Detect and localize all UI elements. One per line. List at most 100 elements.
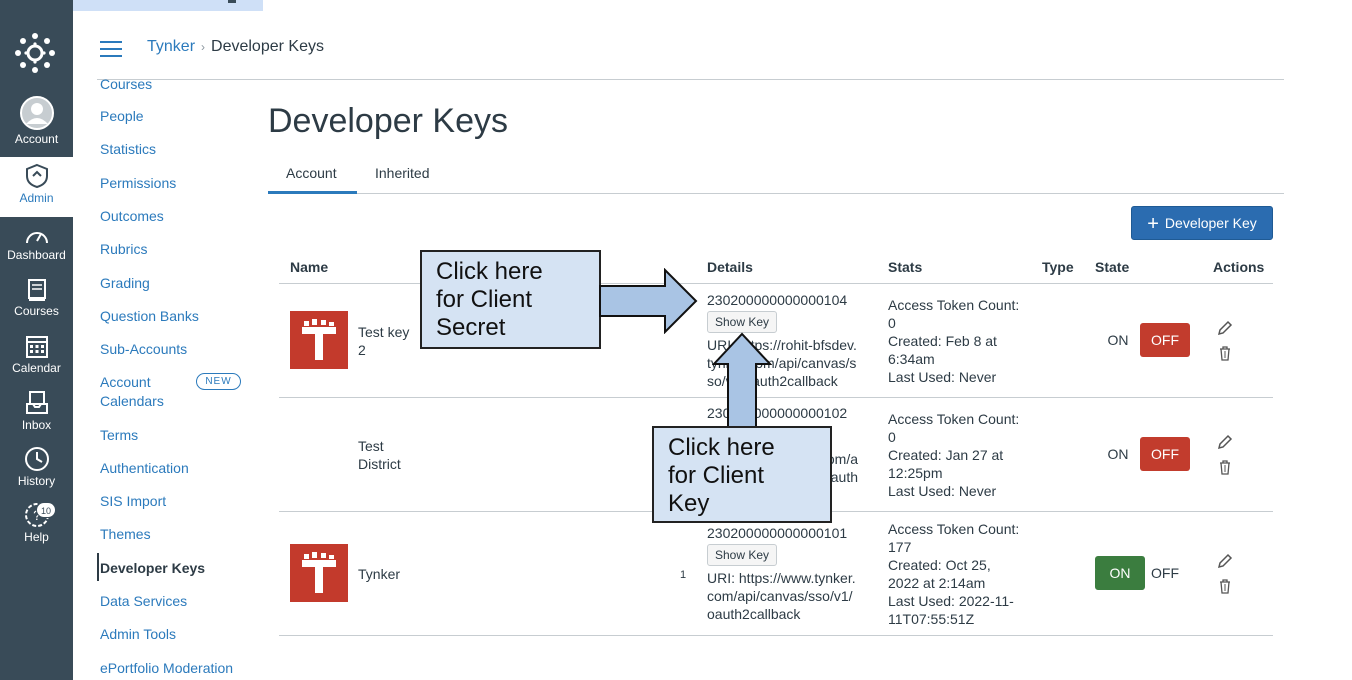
calendar-icon	[25, 336, 48, 358]
stats-line: 2022 at 2:14am	[888, 575, 986, 591]
state-off-button[interactable]: OFF	[1151, 565, 1179, 581]
show-key-button[interactable]: Show Key	[707, 544, 778, 566]
key-name-line: Test key	[358, 324, 410, 340]
redirect-uri: om/a auth	[707, 450, 858, 486]
breadcrumb-current: Developer Keys	[211, 38, 324, 55]
subnav-active-indicator	[97, 553, 99, 581]
stats-line: Created: Jan 27 at	[888, 447, 1004, 463]
stats-line: Last Used: Never	[888, 483, 997, 499]
col-header-details: Details	[707, 259, 753, 275]
gnav-history-label: History	[17, 474, 56, 488]
redirect-uri: URI: https://www.tynker. com/api/canvas/…	[707, 569, 867, 623]
subnav-outcomes[interactable]: Outcomes	[100, 208, 164, 224]
show-key-button[interactable]: Show Key	[707, 311, 778, 333]
stats-line: Last Used: Never	[888, 369, 997, 385]
col-header-state: State	[1095, 259, 1130, 275]
stats-line: Created: Oct 25,	[888, 557, 991, 573]
col-header-actions: Actions	[1213, 259, 1265, 275]
callout-line: for Client	[668, 462, 765, 489]
subnav-courses[interactable]: Courses	[100, 76, 153, 92]
gnav-inbox[interactable]: Inbox	[0, 390, 73, 432]
gnav-history[interactable]: History	[0, 446, 73, 488]
plus-icon: +	[1147, 213, 1159, 235]
delete-trash-icon[interactable]	[1217, 345, 1233, 361]
subnav-sub-accounts[interactable]: Sub-Accounts	[100, 341, 188, 357]
delete-trash-icon[interactable]	[1217, 459, 1233, 475]
gnav-help[interactable]: ? 10 Help	[0, 502, 73, 544]
account-avatar-icon	[19, 96, 54, 130]
stats-line: 12:25pm	[888, 465, 943, 481]
subnav-permissions[interactable]: Permissions	[100, 175, 177, 191]
col-header-stats: Stats	[888, 259, 923, 275]
row-divider	[279, 397, 1273, 398]
key-stats: Access Token Count: 0 Created: Feb 8 at …	[888, 296, 1019, 386]
stats-line: Access Token Count:	[888, 297, 1020, 313]
subnav-authentication[interactable]: Authentication	[100, 460, 189, 476]
subnav-terms[interactable]: Terms	[100, 427, 139, 443]
top-banner-strip	[0, 0, 263, 11]
tab-account[interactable]: Account	[286, 165, 337, 181]
subnav-data-services[interactable]: Data Services	[100, 593, 188, 609]
stats-line: Access Token Count:	[888, 411, 1020, 427]
edit-pencil-icon[interactable]	[1217, 320, 1233, 336]
add-developer-key-button[interactable]: + Developer Key	[1131, 206, 1273, 240]
global-navigation: Account Admin Dashboard Courses Calenda	[0, 0, 73, 680]
gnav-dashboard[interactable]: Dashboard	[0, 226, 73, 262]
canvas-logo-icon[interactable]	[14, 32, 56, 74]
key-name: Test District	[358, 437, 401, 473]
client-id: 230200000000000101	[707, 525, 848, 541]
subnav-question-banks[interactable]: Question Banks	[100, 308, 199, 324]
subnav-developer-keys[interactable]: Developer Keys	[100, 560, 206, 576]
key-name: Tynker	[358, 566, 401, 582]
stats-line: Access Token Count:	[888, 521, 1020, 537]
gnav-courses[interactable]: Courses	[0, 278, 73, 318]
inbox-icon	[25, 391, 48, 414]
breadcrumb-root-link[interactable]: Tynker	[147, 38, 196, 55]
subnav-rubrics[interactable]: Rubrics	[100, 241, 148, 257]
gnav-admin-label: Admin	[19, 191, 54, 205]
breadcrumb: Tynker›Developer Keys	[147, 38, 324, 56]
right-arrow-icon	[599, 268, 698, 334]
stats-line: 0	[888, 315, 896, 331]
subnav-eportfolio-moderation[interactable]: ePortfolio Moderation	[100, 660, 234, 676]
add-developer-key-label: Developer Key	[1164, 215, 1257, 231]
state-off-button[interactable]: OFF	[1140, 437, 1190, 471]
hamburger-menu-icon[interactable]	[100, 41, 122, 57]
gnav-calendar-label: Calendar	[12, 361, 61, 375]
gnav-calendar[interactable]: Calendar	[0, 333, 73, 375]
stats-line: 177	[888, 539, 912, 555]
new-badge: NEW	[196, 373, 241, 390]
key-stats: Access Token Count: 177 Created: Oct 25,…	[888, 520, 1019, 628]
state-off-button[interactable]: OFF	[1140, 323, 1190, 357]
gnav-admin[interactable]: Admin	[0, 157, 73, 217]
tab-inherited[interactable]: Inherited	[375, 165, 430, 181]
page-title: Developer Keys	[268, 102, 509, 140]
stats-line: Last Used: 2022-11-	[888, 593, 1014, 609]
subnav-people[interactable]: People	[100, 108, 144, 124]
subnav-themes[interactable]: Themes	[100, 526, 151, 542]
edit-pencil-icon[interactable]	[1217, 553, 1233, 569]
state-on-button[interactable]: ON	[1095, 556, 1145, 590]
gnav-account-label: Account	[14, 132, 59, 146]
subnav-account-calendars-line2[interactable]: Calendars	[100, 393, 164, 409]
col-header-type: Type	[1042, 259, 1074, 275]
subnav-statistics[interactable]: Statistics	[100, 141, 157, 157]
subnav-admin-tools[interactable]: Admin Tools	[100, 626, 177, 642]
gnav-help-label: Help	[24, 530, 49, 544]
subnav-account-calendars-line1[interactable]: Account	[100, 374, 151, 390]
subnav-grading[interactable]: Grading	[100, 275, 150, 291]
stats-line: 6:34am	[888, 351, 935, 367]
uri-line: oauth2callback	[707, 606, 801, 622]
stats-line: 11T07:55:51Z	[888, 611, 975, 627]
delete-trash-icon[interactable]	[1217, 578, 1233, 594]
gnav-account[interactable]: Account	[0, 96, 73, 146]
client-id: 230200000000000104	[707, 292, 848, 308]
subnav-sis-import[interactable]: SIS Import	[100, 493, 167, 509]
state-on-button[interactable]: ON	[1107, 332, 1129, 348]
gnav-courses-label: Courses	[14, 304, 59, 318]
state-on-button[interactable]: ON	[1107, 446, 1129, 462]
callout-line: Click here	[668, 434, 775, 461]
edit-pencil-icon[interactable]	[1217, 434, 1233, 450]
key-stats: Access Token Count: 0 Created: Jan 27 at…	[888, 410, 1019, 500]
up-arrow-icon	[712, 332, 772, 428]
